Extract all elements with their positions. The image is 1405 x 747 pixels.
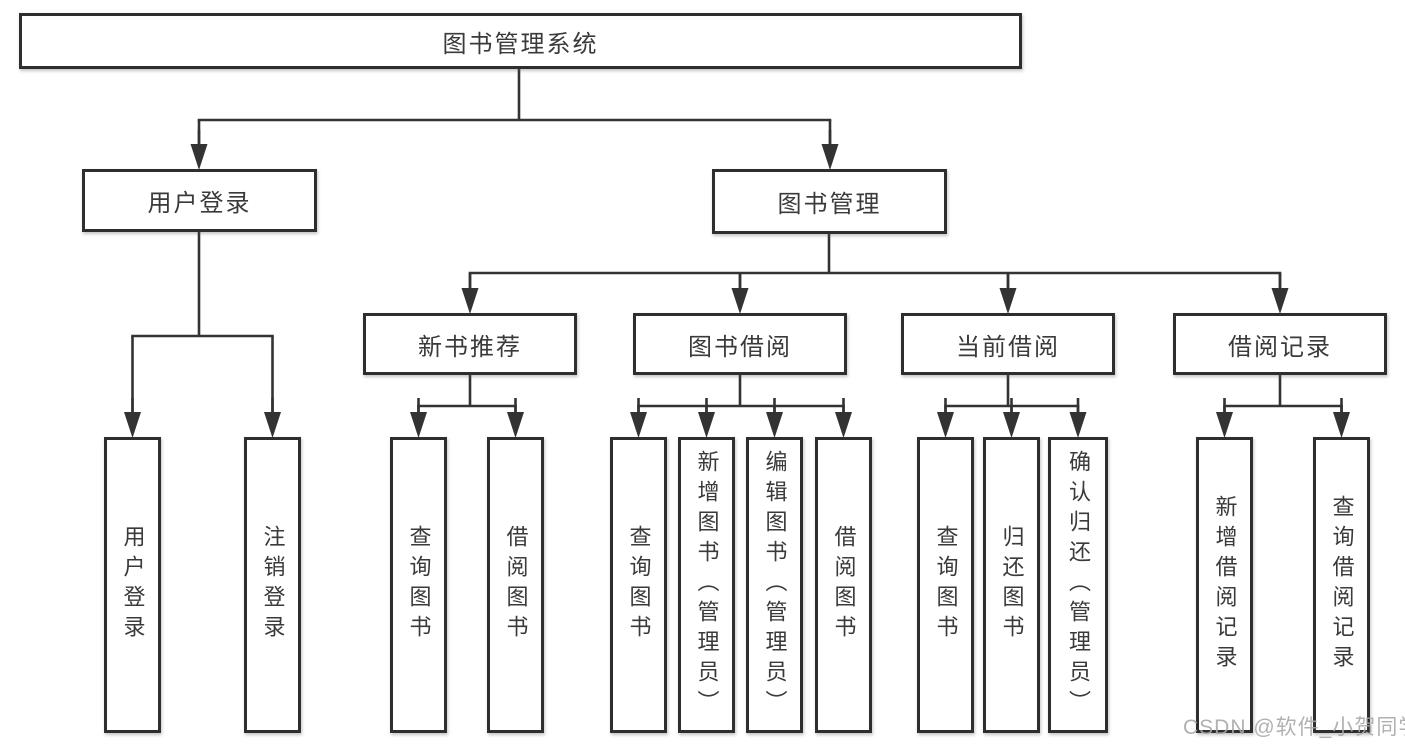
node-new-book-recommend: 新书推荐 xyxy=(363,313,577,375)
leaf-borrow-query-books: 查询图书 xyxy=(610,437,667,733)
leaf-records-query-record: 查询借阅记录 xyxy=(1313,437,1370,733)
arrow-down-icon xyxy=(1069,412,1087,438)
arrow-down-icon xyxy=(630,412,647,438)
arrow-down-icon xyxy=(410,412,427,438)
arrow-down-icon xyxy=(190,144,208,170)
leaf-borrow-add-books-admin: 新增图书（管理员） xyxy=(678,437,735,733)
arrow-down-icon xyxy=(698,412,715,438)
leaf-logout: 注销登录 xyxy=(244,437,301,733)
arrow-down-icon xyxy=(937,412,954,438)
node-borrowing-records: 借阅记录 xyxy=(1173,313,1387,375)
arrow-down-icon xyxy=(264,412,281,438)
node-book-borrowing: 图书借阅 xyxy=(633,313,847,375)
leaf-label: 查询图书 xyxy=(626,525,652,645)
arrow-down-icon xyxy=(1216,412,1233,438)
node-label: 当前借阅 xyxy=(956,333,1060,361)
node-label: 新书推荐 xyxy=(418,333,522,361)
arrow-down-icon xyxy=(731,288,749,314)
node-label: 图书管理系统 xyxy=(442,30,599,58)
leaf-current-confirm-return-admin: 确认归还（管理员） xyxy=(1048,437,1108,733)
node-book-management: 图书管理 xyxy=(712,169,947,234)
leaf-current-return-books: 归还图书 xyxy=(983,437,1040,733)
arrow-down-icon xyxy=(1003,412,1020,438)
leaf-label: 注销登录 xyxy=(260,525,286,645)
leaf-borrow-borrow-books: 借阅图书 xyxy=(815,437,872,733)
leaf-label: 借阅图书 xyxy=(503,525,529,645)
node-label: 借阅记录 xyxy=(1228,333,1332,361)
arrow-down-icon xyxy=(1333,412,1350,438)
leaf-label: 新增借阅记录 xyxy=(1212,495,1238,675)
node-user-login: 用户登录 xyxy=(82,169,317,232)
leaf-label: 借阅图书 xyxy=(831,525,857,645)
arrow-down-icon xyxy=(835,412,852,438)
leaf-records-add-record: 新增借阅记录 xyxy=(1196,437,1253,733)
node-label: 图书管理 xyxy=(777,191,882,218)
leaf-borrow-edit-books-admin: 编辑图书（管理员） xyxy=(746,437,803,733)
node-label: 图书借阅 xyxy=(688,333,792,361)
leaf-label: 编辑图书（管理员） xyxy=(762,450,788,720)
leaf-recommend-query-books: 查询图书 xyxy=(390,437,447,733)
leaf-label: 确认归还（管理员） xyxy=(1066,450,1091,720)
arrow-down-icon xyxy=(461,288,479,314)
arrow-down-icon xyxy=(507,412,524,438)
leaf-label: 新增图书（管理员） xyxy=(694,450,720,720)
leaf-recommend-borrow-books: 借阅图书 xyxy=(487,437,544,733)
node-label: 用户登录 xyxy=(147,190,252,217)
arrow-down-icon xyxy=(1271,288,1289,314)
leaf-label: 用户登录 xyxy=(120,525,146,645)
node-library-management-system: 图书管理系统 xyxy=(19,13,1022,69)
leaf-label: 查询图书 xyxy=(406,525,432,645)
leaf-label: 归还图书 xyxy=(999,525,1025,645)
watermark: CSDN @软件_小贺同学 xyxy=(1183,716,1405,739)
arrow-down-icon xyxy=(766,412,783,438)
leaf-current-query-books: 查询图书 xyxy=(917,437,974,733)
leaf-label: 查询图书 xyxy=(933,525,959,645)
node-current-borrowing: 当前借阅 xyxy=(901,313,1115,375)
leaf-label: 查询借阅记录 xyxy=(1329,495,1355,675)
arrow-down-icon xyxy=(999,288,1017,314)
leaf-user-login: 用户登录 xyxy=(104,437,161,733)
arrow-down-icon xyxy=(821,144,839,170)
arrow-down-icon xyxy=(124,412,141,438)
